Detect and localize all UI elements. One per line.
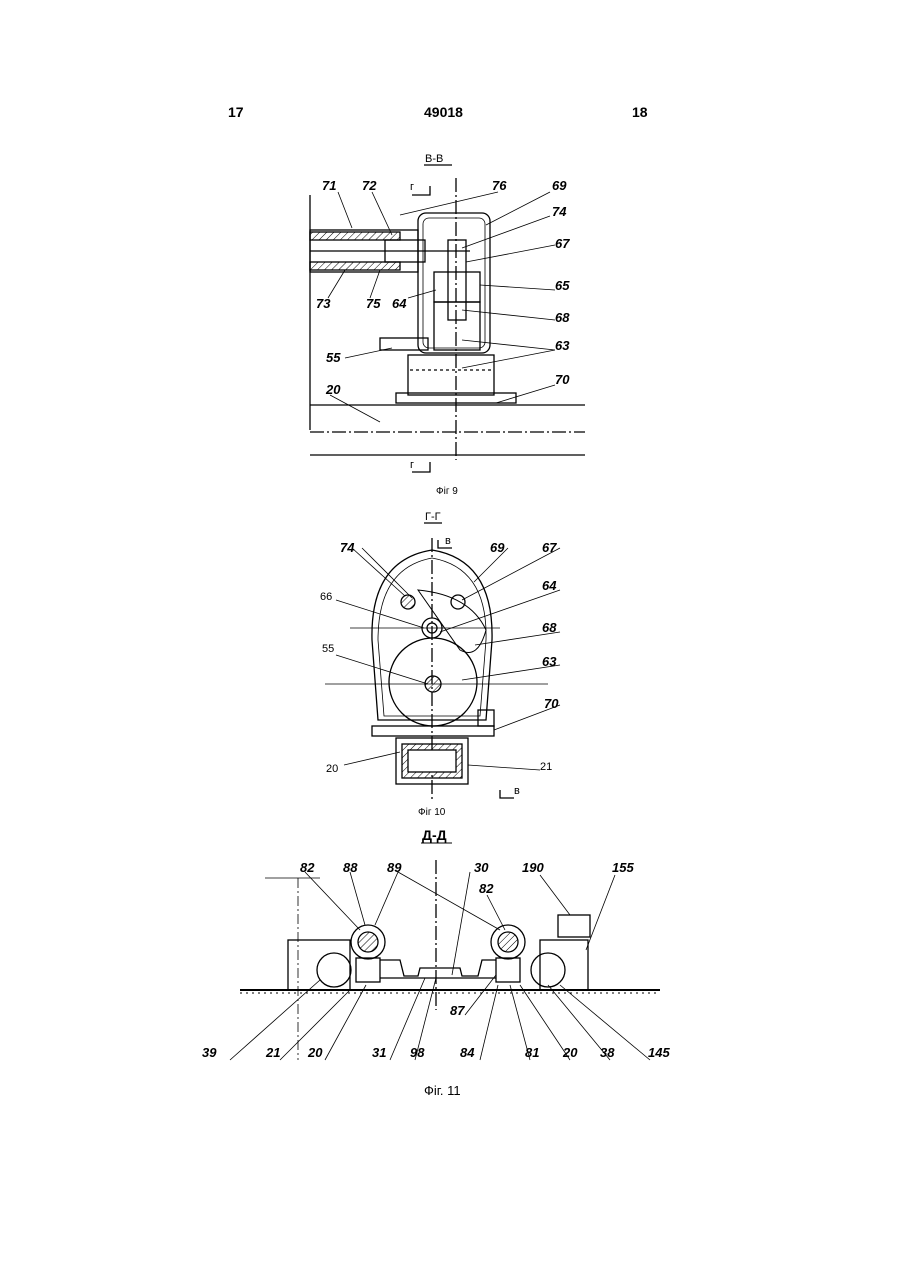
fig10-section-title: Г-Г [425,511,441,523]
label-66-fig10: 66 [320,591,332,603]
fig9-section-title: В-В [425,153,443,165]
label-82-left: 82 [300,860,315,875]
label-69-fig10: 69 [490,540,505,555]
fig11-section-title: Д-Д [422,827,447,843]
label-64: 64 [392,296,407,311]
label-71: 71 [322,178,336,193]
label-70-fig10: 70 [544,696,559,711]
label-70: 70 [555,372,570,387]
label-88: 88 [343,860,358,875]
fig11-caption: Фіг. 11 [424,1083,461,1098]
label-87: 87 [450,1003,465,1018]
label-82-right: 82 [479,881,494,896]
label-30: 30 [474,860,489,875]
label-73: 73 [316,296,331,311]
fig10-cut-mark-bottom: в [514,785,520,797]
label-74-fig10: 74 [340,540,355,555]
fig9-cut-mark-top: г [410,181,414,193]
fig9-cut-mark-bottom: г [410,459,414,471]
fig9-caption: Фіг 9 [436,486,458,497]
label-21-fig10: 21 [540,761,552,773]
label-89: 89 [387,860,402,875]
figure-11 [230,860,660,1060]
label-145: 145 [648,1045,670,1060]
label-75: 75 [366,296,381,311]
label-21: 21 [265,1045,280,1060]
label-98: 98 [410,1045,425,1060]
fig10-cut-mark-top: в [445,535,451,547]
label-76: 76 [492,178,507,193]
label-31: 31 [372,1045,386,1060]
fig9-labels: 71 72 76 69 74 67 65 68 63 70 73 75 64 5… [316,178,570,397]
label-20: 20 [325,382,341,397]
label-67: 67 [555,236,570,251]
label-55: 55 [326,350,341,365]
label-74: 74 [552,204,567,219]
label-84: 84 [460,1045,475,1060]
label-64-fig10: 64 [542,578,557,593]
label-38: 38 [600,1045,615,1060]
label-39: 39 [202,1045,217,1060]
figure-9: В-В г г [310,153,585,472]
label-20-right: 20 [562,1045,578,1060]
label-67-fig10: 67 [542,540,557,555]
label-72: 72 [362,178,377,193]
label-68: 68 [555,310,570,325]
label-63: 63 [555,338,570,353]
label-190: 190 [522,860,544,875]
label-20-left: 20 [307,1045,323,1060]
label-55-fig10: 55 [322,643,334,655]
label-69: 69 [552,178,567,193]
label-65: 65 [555,278,570,293]
fig10-caption: Фіг 10 [418,807,446,818]
label-155: 155 [612,860,634,875]
label-81: 81 [525,1045,539,1060]
label-68-fig10: 68 [542,620,557,635]
label-20-fig10: 20 [326,763,338,775]
label-63-fig10: 63 [542,654,557,669]
fig10-labels: 74 69 67 64 66 68 55 63 70 20 21 [320,540,559,775]
figure-10: Г-Г в в [325,511,560,800]
